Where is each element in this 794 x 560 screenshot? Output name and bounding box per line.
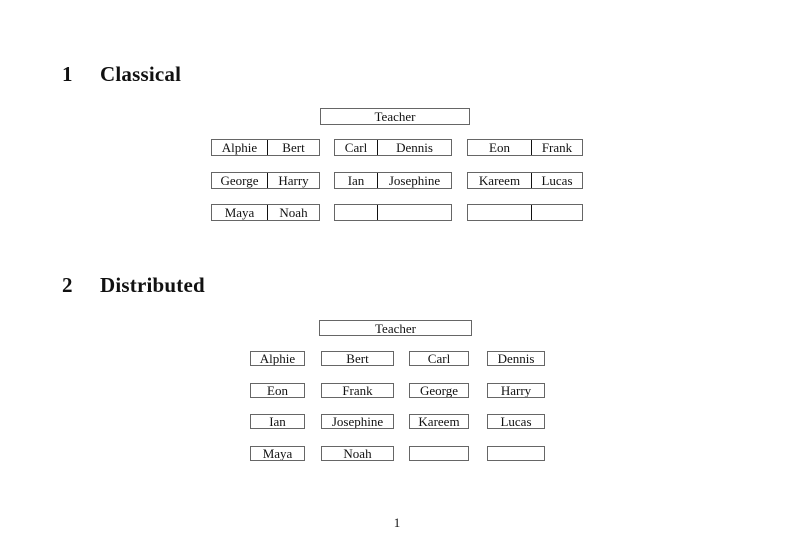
seat: Noah — [267, 205, 319, 220]
seat — [531, 205, 582, 220]
seat-maya: Maya — [250, 446, 305, 461]
seat — [377, 205, 451, 220]
desk-maya-noah: Maya Noah — [211, 204, 320, 221]
teacher-label: Teacher — [375, 320, 416, 336]
seat: George — [220, 173, 259, 188]
seat — [335, 205, 377, 220]
desk-kareem-lucas: Kareem Lucas — [467, 172, 583, 189]
seat-george: George — [409, 383, 469, 398]
desk-carl-dennis: Carl Dennis — [334, 139, 452, 156]
seat: Maya — [224, 205, 255, 220]
desk-ian-josephine: Ian Josephine — [334, 172, 452, 189]
seat: Harry — [267, 173, 319, 188]
section-title: Classical — [100, 62, 182, 86]
seat-dennis: Dennis — [487, 351, 545, 366]
teacher-box-distributed: Teacher — [319, 320, 472, 336]
desk-eon-frank: Eon Frank — [467, 139, 583, 156]
seat-lucas: Lucas — [487, 414, 545, 429]
section-heading-classical: 1 Classical — [62, 64, 181, 85]
section-title: Distributed — [100, 273, 205, 297]
seat-carl: Carl — [409, 351, 469, 366]
seat-harry: Harry — [487, 383, 545, 398]
seat-noah: Noah — [321, 446, 394, 461]
seat: Carl — [344, 140, 368, 155]
seat-empty — [409, 446, 469, 461]
seat: Dennis — [377, 140, 451, 155]
seat-eon: Eon — [250, 383, 305, 398]
seat-ian: Ian — [250, 414, 305, 429]
seat-empty — [487, 446, 545, 461]
teacher-box-classical: Teacher — [320, 108, 470, 125]
teacher-label: Teacher — [374, 109, 416, 124]
seat-alphie: Alphie — [250, 351, 305, 366]
section-number: 2 — [62, 273, 73, 297]
desk-empty — [334, 204, 452, 221]
seat: Eon — [489, 140, 510, 155]
seat: Alphie — [221, 140, 258, 155]
seat: Kareem — [478, 173, 521, 188]
section-number: 1 — [62, 62, 73, 86]
seat: Josephine — [377, 173, 451, 188]
desk-empty — [467, 204, 583, 221]
seat-bert: Bert — [321, 351, 394, 366]
seat: Bert — [267, 140, 319, 155]
section-heading-distributed: 2 Distributed — [62, 275, 205, 296]
seat: Lucas — [531, 173, 582, 188]
seat: Ian — [347, 173, 365, 188]
seat-kareem: Kareem — [409, 414, 469, 429]
seat — [468, 205, 531, 220]
page-number: 1 — [393, 515, 401, 530]
seat-frank: Frank — [321, 383, 394, 398]
desk-alphie-bert: Alphie Bert — [211, 139, 320, 156]
seat: Frank — [531, 140, 582, 155]
seat-josephine: Josephine — [321, 414, 394, 429]
desk-george-harry: George Harry — [211, 172, 320, 189]
